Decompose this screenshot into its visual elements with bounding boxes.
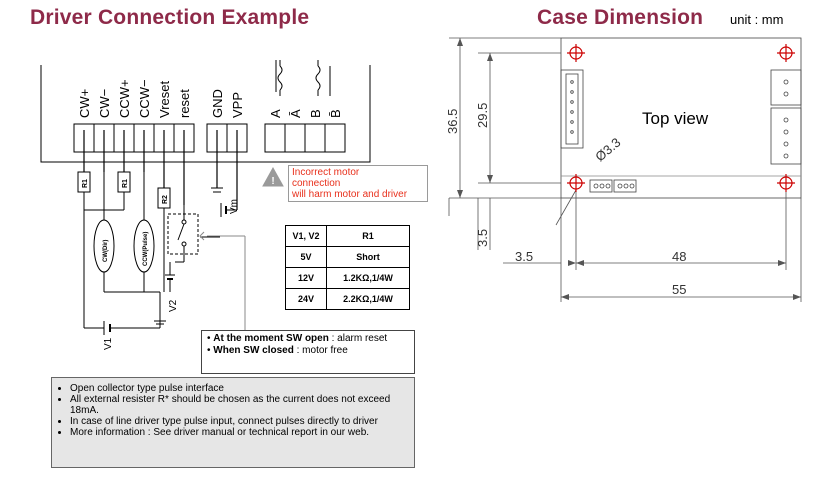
width-label: 55 (672, 282, 686, 297)
switch-note-open-text: : alarm reset (328, 333, 388, 344)
mounting-holes (567, 44, 795, 192)
terminal-label-cw-minus: CW− (97, 89, 112, 118)
bottom-connector-1 (589, 179, 613, 193)
right-connector-top (770, 69, 802, 106)
hole-span-label: 48 (672, 249, 686, 264)
terminal-label-reset: reset (177, 89, 192, 118)
terminal-label-a-bar: Ā (288, 109, 303, 118)
right-connector-bottom (770, 107, 802, 165)
warning-line-3: will harm motor and driver (292, 189, 408, 200)
switch-note-closed-text: : motor free (293, 345, 348, 356)
bottom-connector-2 (613, 179, 637, 193)
notes-box: Open collector type pulse interface All … (51, 377, 415, 468)
case-drawing (448, 37, 802, 302)
note-item: More information : See driver manual or … (70, 427, 408, 438)
warning-icon (262, 166, 284, 187)
resistor-table: V1, V2 R1 5V Short 12V 1.2KΩ,1/4W 24V 2.… (285, 225, 410, 310)
terminal-label-ccw-plus: CCW+ (117, 79, 132, 118)
warning-line-1: Incorrect motor (292, 167, 360, 178)
resistor-table-cell: 5V (285, 246, 327, 268)
resistor-table-cell: 1.2KΩ,1/4W (326, 267, 410, 289)
switch-note-open-bold: At the moment SW open (213, 333, 329, 344)
height-outer-label: 36.5 (445, 109, 460, 134)
svg-text:!: ! (271, 176, 274, 187)
r1-left-label: R1 (82, 179, 89, 188)
warning-line-2: connection (292, 178, 341, 189)
terminal-label-ccw-minus: CCW− (137, 79, 152, 118)
note-item: In case of line driver type pulse input,… (70, 416, 408, 427)
terminal-label-gnd: GND (210, 89, 225, 118)
resistor-table-cell: 12V (285, 267, 327, 289)
terminal-label-a: A (268, 109, 283, 118)
note-item: All external resister R* should be chose… (70, 394, 408, 416)
resistor-table-cell: 24V (285, 288, 327, 310)
v2-label: V2 (168, 299, 179, 312)
r2-label: R2 (162, 195, 169, 204)
terminal-label-vpp: VPP (230, 92, 245, 118)
ccw-pulse-label: CCW(Pulse) (143, 232, 149, 266)
vm-label: Vm (229, 199, 240, 214)
resistor-table-header-voltage: V1, V2 (285, 225, 327, 247)
resistor-table-cell: 2.2KΩ,1/4W (326, 288, 410, 310)
left-connector (560, 69, 584, 149)
offset-left-label: 3.5 (515, 249, 533, 264)
incorrect-connection-warning: Incorrect motor connection will harm mot… (288, 165, 428, 202)
offset-bottom-label: 3.5 (475, 229, 490, 247)
resistor-table-header-r1: R1 (326, 225, 410, 247)
cw-dir-label: CW(Dir) (103, 240, 109, 262)
case-dimension-heading: Case Dimension (537, 6, 704, 29)
terminal-label-b-bar: B̄ (328, 109, 343, 118)
switch-note-closed-bold: When SW closed (213, 345, 294, 356)
r1-right-label: R1 (122, 179, 129, 188)
hole-diameter-label: Ø3.3 (592, 135, 623, 165)
note-item: Open collector type pulse interface (70, 383, 408, 394)
resistor-table-cell: Short (326, 246, 410, 268)
driver-body (40, 65, 371, 163)
top-view-label: Top view (642, 109, 709, 128)
v1-label: V1 (103, 337, 114, 350)
driver-connection-heading: Driver Connection Example (30, 6, 310, 29)
unit-label: unit : mm (730, 12, 784, 27)
terminal-label-vreset: Vreset (157, 81, 172, 118)
terminal-label-cw-plus: CW+ (77, 89, 92, 118)
terminal-label-b: B (308, 109, 323, 118)
height-inner-label: 29.5 (475, 103, 490, 128)
switch-box (167, 213, 199, 255)
switch-note: • At the moment SW open : alarm reset • … (201, 330, 415, 374)
